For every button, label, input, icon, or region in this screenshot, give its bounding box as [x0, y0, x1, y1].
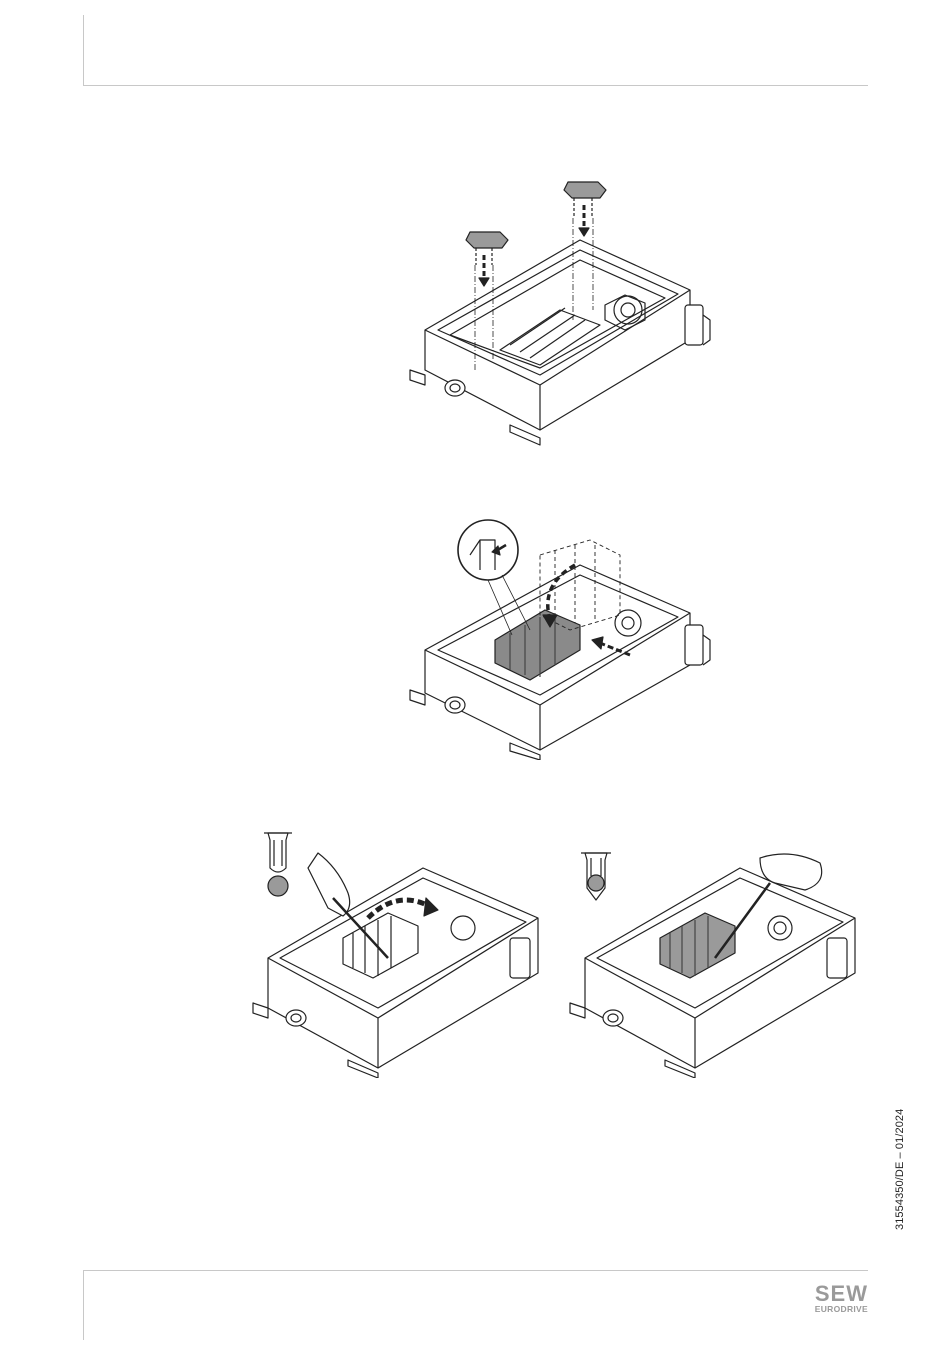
figure-terminal-box-clamps: [400, 170, 720, 450]
logo-name: SEW: [798, 1284, 868, 1304]
figure-screwdriver-release: [248, 828, 558, 1078]
footer-left-rule: [83, 1270, 84, 1340]
logo-subname: EURODRIVE: [798, 1304, 868, 1314]
header-bottom-rule: [83, 85, 868, 86]
figure-screwdriver-lock: [565, 828, 875, 1078]
figure-terminal-block-pivot: [400, 515, 720, 760]
document-id: 31554350/DE – 01/2024: [894, 1109, 906, 1230]
footer-top-rule: [83, 1270, 868, 1271]
sew-eurodrive-logo: SEW EURODRIVE: [798, 1284, 868, 1316]
header-left-rule: [83, 15, 84, 85]
